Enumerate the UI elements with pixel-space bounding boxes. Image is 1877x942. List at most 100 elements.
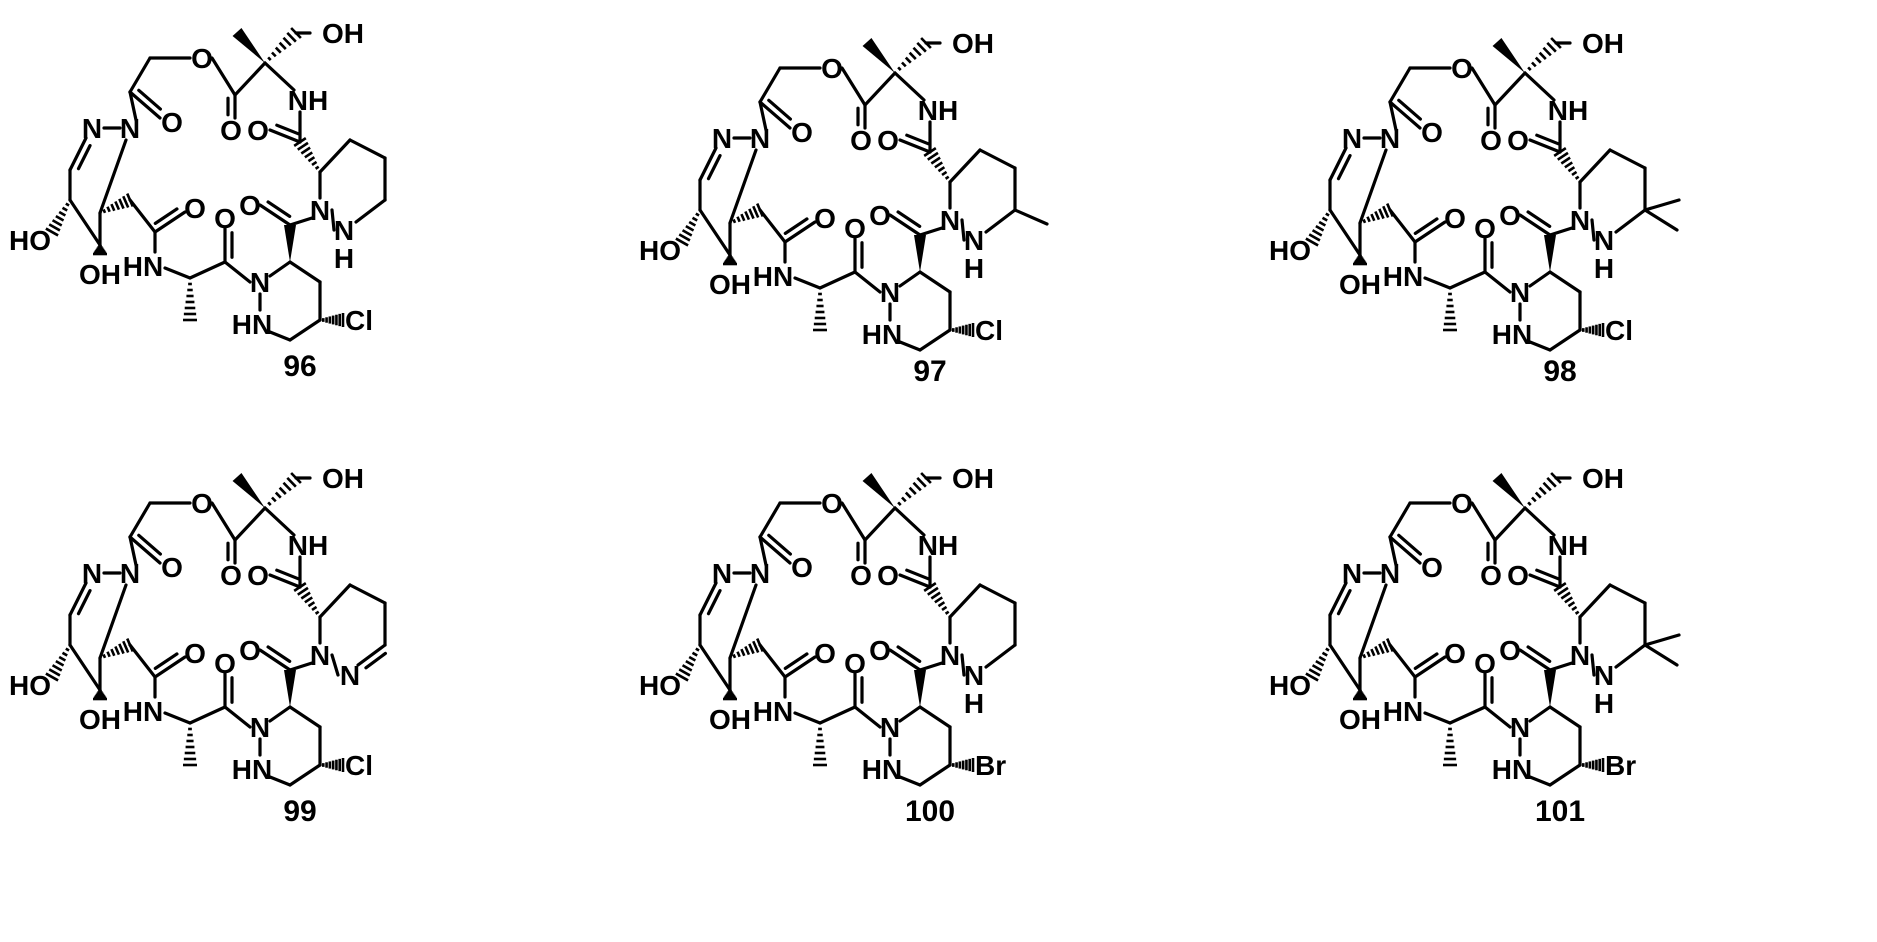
hash-line [307, 601, 316, 608]
bond [128, 56, 152, 94]
halogen-atom: Cl [345, 305, 373, 336]
amine-label: HN [123, 251, 163, 282]
hash-line [944, 610, 950, 615]
bond [793, 276, 822, 290]
double-bond [258, 648, 292, 672]
double-bond [888, 213, 922, 237]
hash-line [927, 151, 939, 161]
bond [893, 506, 926, 537]
hash-line [1318, 655, 1327, 662]
double-bond-inner [1336, 589, 1352, 616]
hash-line [744, 645, 751, 656]
bond [288, 216, 314, 227]
carbonyl-oxygen: O [220, 115, 242, 146]
hash-line [688, 655, 697, 662]
bond [1523, 506, 1556, 537]
double-bond [698, 581, 718, 617]
hydroxyl-hash [45, 202, 70, 237]
bond [918, 705, 952, 729]
hash-line [1564, 161, 1573, 169]
bond [318, 583, 352, 619]
ester-oxygen: O [191, 488, 213, 519]
nitrogen-label: N [1380, 558, 1400, 589]
hash-line [297, 141, 309, 151]
hash-line [267, 501, 272, 506]
carbonyl-oxygen: O [1444, 203, 1466, 234]
hash-line [930, 591, 941, 600]
methyl-wedge [232, 27, 265, 63]
hash-line [300, 591, 311, 600]
hash-line [48, 668, 61, 677]
bond [698, 643, 732, 692]
double-bond-inner [76, 144, 92, 171]
bond [863, 506, 897, 542]
carbonyl-oxygen: O [214, 648, 236, 679]
bond [960, 218, 966, 242]
bond [1388, 66, 1412, 104]
hash-line [675, 672, 689, 682]
stereo-hash [1362, 203, 1394, 224]
hash-line [904, 56, 912, 64]
compound-number: 98 [1543, 355, 1577, 388]
hash-line [122, 195, 130, 209]
hydrogen-label: H [964, 253, 984, 284]
carbonyl-oxygen: O [814, 203, 836, 234]
halogen-hash [951, 323, 975, 337]
bond [288, 661, 314, 672]
halogen-hash [1581, 758, 1605, 772]
bond [728, 583, 758, 660]
amine-label: HN [232, 309, 272, 340]
nitrogen-label: N [1342, 123, 1362, 154]
bond [1548, 763, 1582, 787]
hash-line [1527, 66, 1532, 71]
nitrogen-label: N [82, 558, 102, 589]
bond [263, 61, 296, 92]
hash-line [937, 601, 946, 608]
bond [1328, 208, 1362, 257]
hash-line [1374, 210, 1381, 221]
ester-oxygen: O [821, 488, 843, 519]
hash-line [58, 655, 67, 662]
double-bond-inner [275, 568, 300, 581]
double-bond [783, 655, 817, 679]
stereo-wedge [284, 670, 296, 707]
hash-line [732, 218, 737, 224]
double-bond-inner [137, 88, 162, 111]
hash-line [912, 481, 922, 492]
hash-line [61, 651, 68, 657]
carbonyl-oxygen: O [869, 200, 891, 231]
hash-line [897, 501, 902, 506]
hash-line [1366, 651, 1371, 658]
bond [960, 653, 966, 677]
methyl-wedge [1492, 472, 1525, 508]
double-bond-inner [767, 98, 792, 121]
hash-line [1311, 229, 1323, 237]
double-bond [1528, 138, 1562, 154]
hash-line [118, 198, 125, 210]
methyl-wedge [1492, 37, 1525, 73]
nitrogen-label: N [1510, 277, 1530, 308]
nitrogen-label: N [1510, 712, 1530, 743]
bond [918, 328, 952, 352]
bond [758, 643, 787, 679]
halogen-hash [951, 758, 975, 772]
double-bond-inner [153, 207, 179, 225]
carbonyl-oxygen: O [844, 648, 866, 679]
bond [1548, 661, 1574, 672]
double-bond [898, 573, 932, 589]
double-bond [258, 203, 292, 227]
hash-line [1362, 218, 1367, 224]
carbonyl-oxygen: O [1507, 125, 1529, 156]
nitrogen-label: N [120, 113, 140, 144]
bond [223, 260, 252, 284]
nitrogen-label: N [964, 660, 984, 691]
hash-line [688, 220, 697, 227]
hash-line [122, 640, 130, 654]
hash-line [1527, 501, 1532, 506]
hash-line [678, 233, 691, 242]
nitrogen-label: N [880, 277, 900, 308]
bond [1388, 535, 1398, 567]
bond [188, 705, 227, 725]
